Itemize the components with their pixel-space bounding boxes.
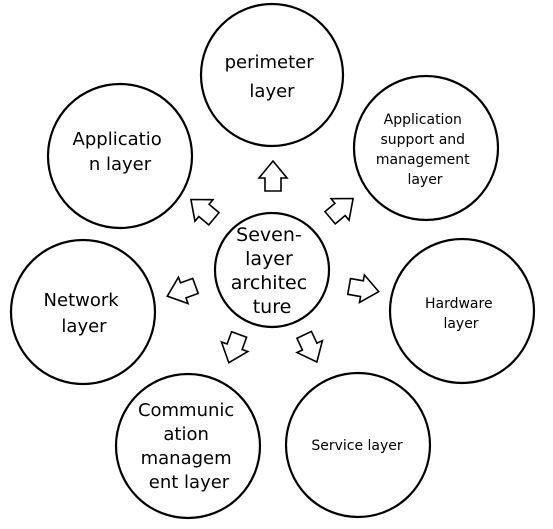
application-support-layer-label: Application support and management layer bbox=[376, 112, 474, 188]
arrow-to-service bbox=[295, 330, 324, 364]
hardware-layer-label-line: Hardware bbox=[425, 296, 493, 312]
perimeter-layer-circle bbox=[199, 2, 345, 148]
communication-layer-label: Communic ation managem ent layer bbox=[138, 400, 240, 493]
network-layer-label-line: layer bbox=[61, 316, 107, 337]
perimeter-layer-label-line: layer bbox=[249, 81, 295, 102]
service-layer-label: Service layer bbox=[311, 438, 403, 454]
arrow-to-hardware bbox=[346, 273, 380, 305]
hardware-layer-label: Hardware layer bbox=[425, 296, 497, 332]
application-support-layer-label-line: layer bbox=[407, 172, 442, 188]
center-label-line: Seven- bbox=[236, 224, 302, 246]
arrow-to-application-support bbox=[323, 197, 355, 226]
communication-layer-label-line: ation bbox=[163, 424, 209, 445]
arrow-to-application bbox=[189, 198, 221, 227]
application-layer-label: Applicatio n layer bbox=[73, 129, 168, 175]
application-layer-label-line: n layer bbox=[89, 154, 152, 175]
arrow-to-perimeter bbox=[257, 159, 289, 192]
application-support-layer-label-line: Application bbox=[384, 112, 462, 128]
center-label-line: architec bbox=[231, 272, 307, 294]
communication-layer-label-line: Communic bbox=[138, 400, 234, 421]
application-support-layer-circle bbox=[352, 74, 500, 222]
application-layer-circle bbox=[46, 82, 194, 230]
service-layer-circle bbox=[284, 371, 432, 519]
perimeter-layer-label-line: perimeter bbox=[225, 52, 315, 73]
hardware-layer-label-line: layer bbox=[443, 316, 478, 332]
application-layer-label-line: Applicatio bbox=[73, 129, 162, 150]
application-support-layer-label-line: management bbox=[376, 152, 470, 168]
arrow-to-network bbox=[166, 275, 200, 305]
perimeter-layer-label: perimeter layer bbox=[225, 52, 320, 102]
arrow-to-communication bbox=[220, 330, 250, 364]
application-support-layer-label-line: support and bbox=[381, 132, 466, 148]
communication-layer-label-line: ent layer bbox=[149, 472, 230, 493]
communication-layer-circle bbox=[114, 372, 262, 520]
center-label-line: ture bbox=[253, 296, 292, 318]
network-layer-label: Network layer bbox=[44, 290, 125, 337]
communication-layer-label-line: managem bbox=[141, 448, 232, 469]
center-label-line: layer bbox=[245, 248, 293, 270]
center-label: Seven- layer architec ture bbox=[231, 224, 313, 318]
hardware-layer-circle bbox=[388, 237, 536, 385]
center-circle bbox=[213, 211, 331, 329]
network-layer-circle bbox=[9, 238, 157, 386]
network-layer-label-line: Network bbox=[44, 290, 120, 311]
service-layer-label-line: Service layer bbox=[311, 438, 403, 454]
